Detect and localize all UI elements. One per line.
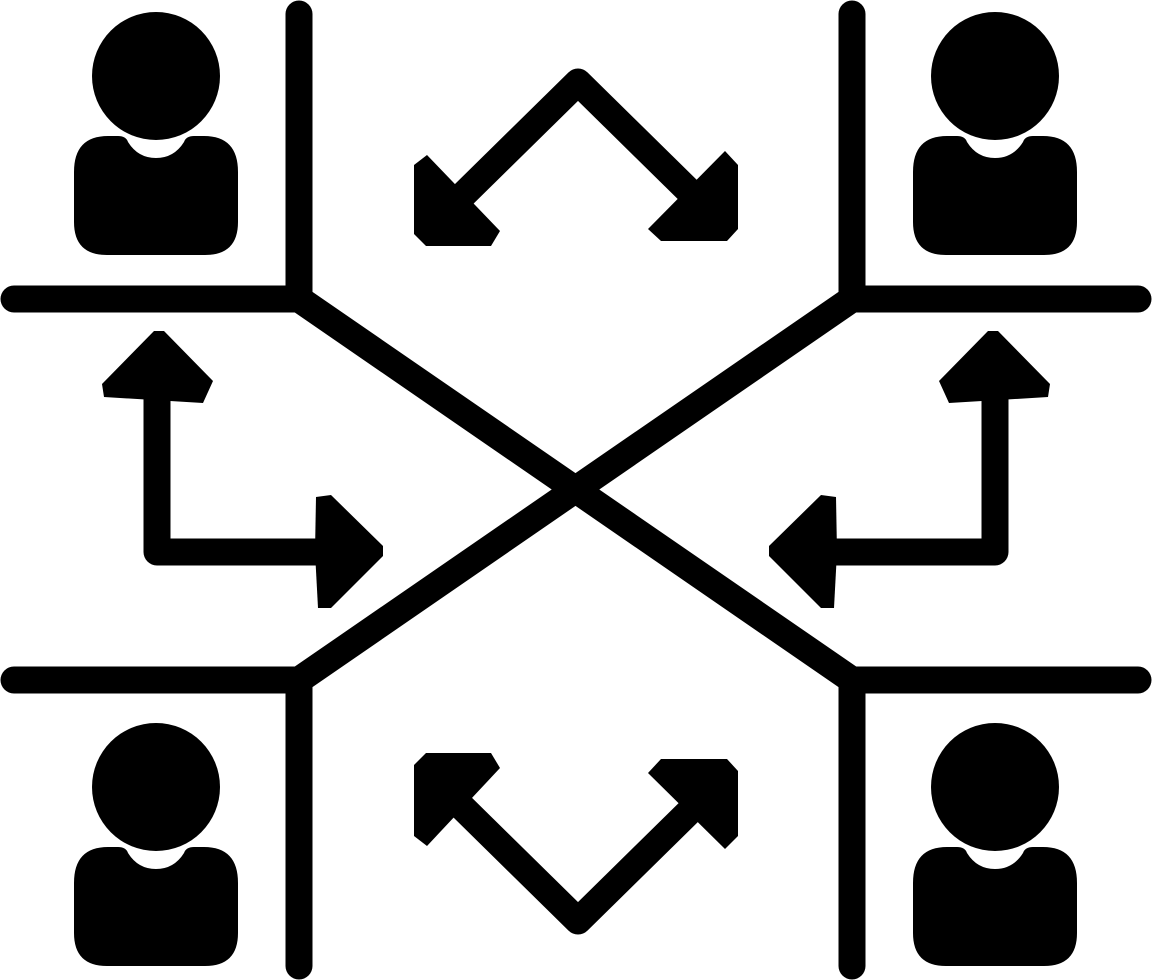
double-arrow-icon-left — [102, 331, 383, 608]
double-arrow-icon-bottom — [414, 753, 738, 935]
person-icon-bottom-right — [913, 723, 1077, 966]
person-icon-top-right — [913, 12, 1077, 255]
double-arrow-icon-top — [414, 68, 738, 246]
person-icon-bottom-left — [74, 723, 238, 966]
person-icon-top-left — [74, 12, 238, 255]
diagonal-line-b — [285, 285, 866, 694]
double-arrow-icon-right — [769, 331, 1050, 608]
